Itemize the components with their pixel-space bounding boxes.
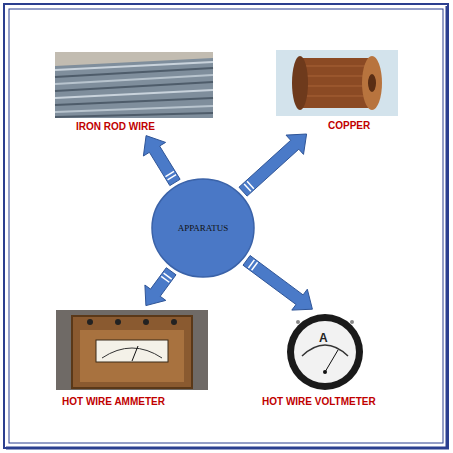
terminal: [115, 319, 121, 325]
block-arrow: [243, 256, 312, 311]
inner-frame: [9, 9, 443, 443]
needle-pivot: [323, 370, 327, 374]
rod: [55, 82, 213, 91]
dial-scale: [302, 345, 348, 356]
wire-turn: [300, 66, 372, 67]
voltmeter-node: HOT WIRE VOLTMETER: [256, 311, 416, 408]
arrow-stripe: [168, 175, 177, 180]
picture-spacer: [46, 50, 216, 121]
dial-letter: A: [319, 331, 328, 345]
needle: [325, 350, 338, 372]
circle-outline: [152, 179, 254, 277]
screw: [296, 320, 300, 324]
frame-shadow: [446, 6, 449, 449]
apparatus-circle: APPARATUS: [151, 178, 255, 278]
picture-spacer: [270, 48, 405, 120]
block-arrow: [145, 268, 176, 306]
arrow-stripe: [252, 262, 258, 270]
meter-face: [294, 321, 356, 383]
picture-caption: IRON ROD WIRE: [46, 121, 216, 133]
frame-shadow: [6, 447, 449, 450]
rod: [55, 113, 213, 117]
picture-caption: HOT WIRE AMMETER: [54, 396, 214, 408]
case-panel: [80, 330, 184, 382]
spool-flange: [362, 56, 382, 110]
wire-turn: [300, 86, 372, 87]
screw: [350, 320, 354, 324]
spool-body: [300, 58, 372, 108]
iron-rod-node: IRON ROD WIRE: [46, 50, 216, 133]
picture-caption: HOT WIRE VOLTMETER: [256, 396, 416, 408]
circle-label: APPARATUS: [178, 223, 229, 233]
arrow-stripe: [247, 181, 254, 188]
rod: [55, 106, 213, 112]
rod: [55, 90, 213, 98]
wire-turn: [300, 76, 372, 77]
outer-frame: [4, 4, 448, 448]
terminal: [143, 319, 149, 325]
spool-hole: [368, 74, 376, 92]
picture-ground: [276, 50, 398, 116]
copper-picture: [276, 50, 398, 116]
terminal: [171, 319, 177, 325]
dial-window: [96, 340, 168, 362]
picture-caption: COPPER: [270, 120, 405, 132]
picture-spacer: [256, 311, 416, 396]
block-arrow: [143, 136, 180, 186]
ammeter-node: HOT WIRE AMMETER: [54, 308, 214, 408]
picture-spacer: [54, 308, 214, 396]
rod-bundle: [55, 58, 213, 118]
picture-ground: [56, 310, 208, 390]
terminal: [87, 319, 93, 325]
iron-rod-picture: [55, 52, 213, 118]
arrow-stripe: [161, 276, 169, 282]
block-arrow: [239, 134, 307, 196]
picture-ground: [55, 52, 213, 118]
rod: [55, 98, 213, 105]
needle: [132, 346, 138, 361]
wooden-case: [72, 316, 192, 388]
spool-flange: [292, 56, 308, 110]
dial-scale: [102, 348, 162, 358]
voltmeter-picture: [258, 313, 393, 391]
arrow-stripe: [165, 171, 174, 176]
meter-bezel: [287, 314, 363, 390]
copper-node: COPPER: [270, 48, 405, 132]
picture-ground: [258, 313, 393, 391]
wire-turn: [300, 96, 372, 97]
ammeter-picture: [56, 310, 208, 390]
